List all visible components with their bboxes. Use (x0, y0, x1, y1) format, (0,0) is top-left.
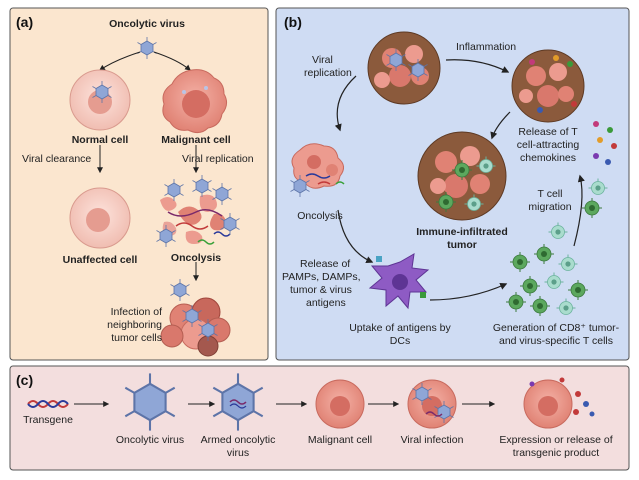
viral-clearance-label: Viral clearance (22, 153, 92, 165)
panel-c-label: (c) (16, 372, 34, 388)
panel-a-diagram (69, 36, 240, 357)
panel-a-oncolytic-virus-label: Oncolytic virus (109, 18, 185, 30)
armed-line2-label: virus (226, 447, 250, 459)
panel-b-oncolysis-label: Oncolysis (297, 210, 343, 222)
malignant-cell-c-icon (315, 379, 365, 429)
t-cell-line2-label: migration (528, 201, 572, 213)
unaffected-cell-icon (69, 187, 131, 249)
normal-cell-icon (69, 69, 131, 131)
release-pamps-line2-label: PAMPs, DAMPs, (282, 271, 361, 283)
infection-line1-label: Infection of (110, 306, 162, 318)
uptake-line1-label: Uptake of antigens by (349, 322, 451, 334)
infection-line2-label: neighboring (107, 319, 162, 331)
viral-replication-line1-label: Viral (312, 54, 333, 66)
oncolysis-cluster-icon (290, 143, 345, 198)
panel-a-viral-replication-label: Viral replication (182, 153, 254, 165)
malignant-cell-icon (162, 69, 228, 134)
malignant-cell-label: Malignant cell (161, 134, 231, 146)
normal-cell-label: Normal cell (71, 134, 129, 146)
inflamed-tumor-icon (511, 49, 585, 123)
oncolysis-icon (156, 174, 240, 248)
release-pamps-line1-label: Release of (300, 258, 351, 270)
panel-b-diagram (290, 31, 617, 317)
transgenic-product-release-icon (523, 377, 595, 429)
generation-line1-label: Generation of CD8⁺ tumor- (492, 322, 620, 334)
t-cell-line1-label: T cell (537, 188, 563, 200)
neighboring-tumor-cells-icon (160, 297, 231, 357)
viral-infection-icon (407, 379, 457, 429)
panel-b-label: (b) (284, 14, 302, 30)
panel-a-label: (a) (16, 14, 34, 30)
immune-line1-label: Immune-infiltrated (416, 226, 508, 238)
uptake-line2-label: DCs (389, 335, 411, 347)
panel-c-malignant-cell-label: Malignant cell (307, 434, 373, 446)
transgene-dna-icon (27, 400, 69, 408)
release-pamps-line3-label: tumor & virus (290, 284, 352, 296)
generation-line2-label: and virus-specific T cells (499, 335, 613, 347)
release-pamps-line4-label: antigens (306, 297, 346, 309)
release-t-line3-label: chemokines (519, 152, 577, 164)
immune-infiltrated-tumor-icon (417, 131, 507, 221)
chemokines-icon (593, 121, 617, 165)
panel-c-oncolytic-virus-label: Oncolytic virus (115, 434, 185, 446)
panel-c-diagram (27, 372, 595, 432)
release-t-line2-label: cell-attracting (516, 139, 580, 151)
viral-replication-line2-label: replication (304, 67, 352, 79)
expression-line1-label: Expression or release of (499, 434, 613, 446)
armed-oncolytic-virus-icon (212, 372, 264, 432)
dendritic-cell-icon (368, 253, 430, 310)
transgene-label: Transgene (23, 414, 73, 426)
infection-line3-label: tumor cells (111, 332, 162, 344)
viral-replication-tumor-icon (367, 31, 441, 105)
expression-line2-label: transgenic product (512, 447, 600, 459)
panel-a-oncolysis-label: Oncolysis (170, 252, 222, 264)
release-t-line1-label: Release of T (518, 126, 578, 138)
inflammation-label: Inflammation (456, 41, 517, 53)
unaffected-cell-label: Unaffected cell (62, 254, 138, 266)
viral-infection-label: Viral infection (400, 434, 464, 446)
armed-line1-label: Armed oncolytic (200, 434, 276, 446)
immune-line2-label: tumor (447, 239, 477, 251)
